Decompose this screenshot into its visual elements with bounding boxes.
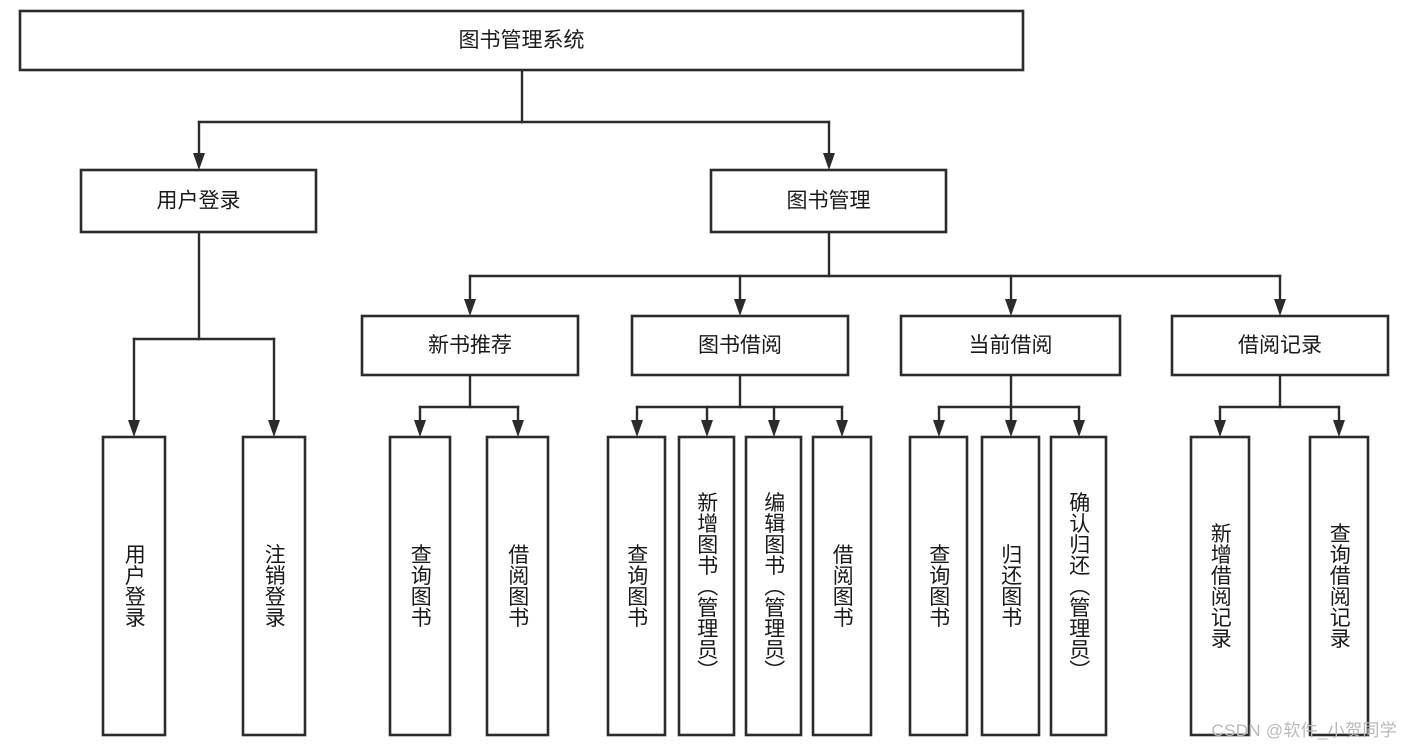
edge-group-l3_1 <box>631 373 848 437</box>
edge-group-l2_1 <box>464 230 1286 316</box>
node-box <box>630 314 850 377</box>
node-box <box>1170 314 1390 377</box>
node-box <box>980 435 1041 737</box>
node-label: 用户登录 <box>122 544 146 628</box>
edge-group-l3_0 <box>414 373 524 437</box>
node-l3_0[interactable]: 新书推荐 <box>360 314 580 377</box>
node-l3_3[interactable]: 借阅记录 <box>1170 314 1390 377</box>
node-leaf_10[interactable]: 确认归还（管理员） <box>1049 435 1108 737</box>
nodes-layer: 图书管理系统用户登录图书管理新书推荐图书借阅当前借阅借阅记录用户登录注销登录查询… <box>18 9 1390 737</box>
node-box <box>709 168 948 234</box>
node-box <box>1308 435 1370 737</box>
node-box <box>1049 435 1108 737</box>
node-leaf_4[interactable]: 查询图书 <box>606 435 667 737</box>
node-root[interactable]: 图书管理系统 <box>18 9 1025 72</box>
node-label: 注销登录 <box>262 544 286 628</box>
node-label: 借阅图书 <box>830 544 854 628</box>
node-label: 图书管理系统 <box>459 29 585 52</box>
node-leaf_5[interactable]: 新增图书（管理员） <box>677 435 736 737</box>
edge-group-l3_2 <box>933 373 1085 437</box>
node-label: 图书借阅 <box>698 334 782 357</box>
node-box <box>241 435 307 737</box>
node-label: 借阅记录 <box>1238 334 1322 357</box>
node-l2_0[interactable]: 用户登录 <box>79 168 318 234</box>
node-leaf_2[interactable]: 查询图书 <box>388 435 452 737</box>
node-label: 新书推荐 <box>428 334 512 357</box>
node-label: 图书管理 <box>787 190 871 213</box>
node-leaf_8[interactable]: 查询图书 <box>908 435 969 737</box>
node-box <box>744 435 803 737</box>
node-box <box>360 314 580 377</box>
node-label: 新增图书（管理员） <box>695 492 719 681</box>
node-box <box>18 9 1025 72</box>
node-l3_2[interactable]: 当前借阅 <box>899 314 1122 377</box>
node-box <box>811 435 873 737</box>
node-leaf_7[interactable]: 借阅图书 <box>811 435 873 737</box>
node-leaf_9[interactable]: 归还图书 <box>980 435 1041 737</box>
node-leaf_1[interactable]: 注销登录 <box>241 435 307 737</box>
node-leaf_6[interactable]: 编辑图书（管理员） <box>744 435 803 737</box>
node-leaf_12[interactable]: 查询借阅记录 <box>1308 435 1370 737</box>
edge-group-l3_3 <box>1214 373 1345 437</box>
csdn-watermark: CSDN @软件_小贺同学 <box>1211 721 1397 740</box>
node-box <box>908 435 969 737</box>
edge-group-l2_0 <box>128 230 280 437</box>
edge-group-root <box>193 68 835 170</box>
node-box <box>677 435 736 737</box>
node-leaf_3[interactable]: 借阅图书 <box>485 435 550 737</box>
node-label: 查询借阅记录 <box>1327 523 1351 649</box>
node-label: 确认归还（管理员） <box>1067 492 1091 681</box>
node-box <box>899 314 1122 377</box>
node-label: 归还图书 <box>999 544 1023 628</box>
node-label: 新增借阅记录 <box>1208 523 1232 649</box>
node-label: 当前借阅 <box>969 334 1053 357</box>
node-box <box>606 435 667 737</box>
node-leaf_0[interactable]: 用户登录 <box>101 435 167 737</box>
node-box <box>101 435 167 737</box>
node-leaf_11[interactable]: 新增借阅记录 <box>1189 435 1251 737</box>
node-box <box>1189 435 1251 737</box>
node-box <box>388 435 452 737</box>
node-label: 借阅图书 <box>506 544 530 628</box>
node-l3_1[interactable]: 图书借阅 <box>630 314 850 377</box>
node-box <box>79 168 318 234</box>
node-box <box>485 435 550 737</box>
node-l2_1[interactable]: 图书管理 <box>709 168 948 234</box>
node-label: 查询图书 <box>625 544 649 628</box>
node-label: 编辑图书（管理员） <box>762 492 786 681</box>
node-label: 查询图书 <box>927 544 951 628</box>
node-label: 查询图书 <box>408 544 432 628</box>
edges-layer <box>128 68 1345 437</box>
node-label: 用户登录 <box>157 190 241 213</box>
